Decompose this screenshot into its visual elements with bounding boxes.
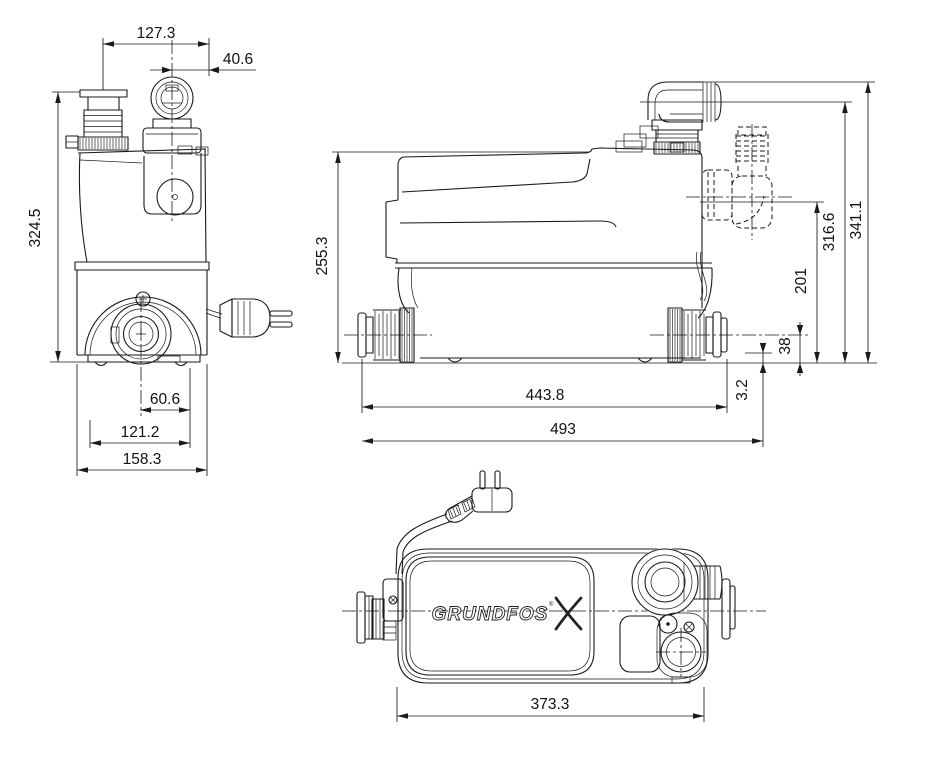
dim-side-outlet-height: 316.6 [821, 213, 838, 252]
side-port-flange [721, 578, 731, 640]
dim-side-mid-outlet-height: 201 [793, 268, 810, 294]
grundfos-logo: GRUNDFOS ® [431, 596, 583, 631]
dim-front-inlet-offset: 40.6 [223, 51, 253, 68]
feet [94, 361, 188, 367]
discharge-elbow-side [615, 81, 722, 155]
front-dimensions: 127.3 40.6 324.5 60.6 121.2 158.3 [27, 25, 256, 476]
plug-prong [479, 470, 486, 490]
feet [447, 357, 653, 363]
lid-latch [177, 145, 193, 155]
lid-latch [639, 125, 659, 139]
power-cord-side [696, 251, 708, 302]
power-cord-top [395, 513, 453, 575]
dim-side-overall-height: 341.1 [848, 201, 865, 240]
dim-front-top-width: 127.3 [137, 25, 176, 42]
screw [388, 595, 398, 605]
tank-rim [74, 261, 210, 271]
dim-side-mount-length: 443.8 [526, 387, 565, 404]
side-dimensions: 255.3 443.8 493 3.2 38 201 316.6 341.1 [314, 81, 877, 447]
top-discharge-outlet [631, 548, 736, 640]
top-body [397, 548, 709, 684]
dim-side-floor-gap: 3.2 [734, 379, 751, 401]
dim-side-overall-length: 493 [550, 421, 576, 438]
dim-top-length: 373.3 [531, 696, 570, 713]
power-plug-front [205, 298, 293, 338]
plug-prong [494, 470, 501, 490]
side-view: 255.3 443.8 493 3.2 38 201 316.6 341.1 [314, 81, 877, 447]
brand-logo-text: GRUNDFOS [432, 604, 549, 625]
dim-front-height: 324.5 [27, 209, 44, 248]
clamp-buckle [669, 142, 685, 153]
top-dimensions: 373.3 [396, 687, 705, 722]
dome-screw [135, 291, 151, 307]
dim-front-base-width: 158.3 [123, 451, 162, 468]
plug-prong [269, 310, 293, 317]
tank-body [74, 145, 210, 367]
dim-front-mount-width: 121.2 [121, 424, 160, 441]
lid-latch [195, 146, 209, 156]
top-view: GRUNDFOS ® 373.3 [342, 470, 766, 722]
inlet-knob [156, 178, 194, 216]
dim-side-inlet-height: 38 [777, 337, 794, 354]
vent-connection [65, 89, 129, 151]
side-inlet-right [650, 251, 808, 363]
side-inlet-left [344, 307, 432, 363]
side-lid [332, 147, 713, 363]
power-plug-top [395, 470, 513, 575]
dim-side-tank-height: 255.3 [314, 237, 331, 276]
access-cover [619, 615, 661, 673]
screw [683, 621, 695, 633]
registered-mark: ® [549, 601, 554, 608]
dim-front-outlet-spacing: 60.6 [150, 391, 180, 408]
grundfos-x-icon [554, 596, 583, 631]
plug-prong [269, 321, 293, 328]
top-inlet-flange [356, 578, 404, 644]
top-service-ports [619, 612, 708, 678]
front-view: 127.3 40.6 324.5 60.6 121.2 158.3 [27, 25, 293, 476]
